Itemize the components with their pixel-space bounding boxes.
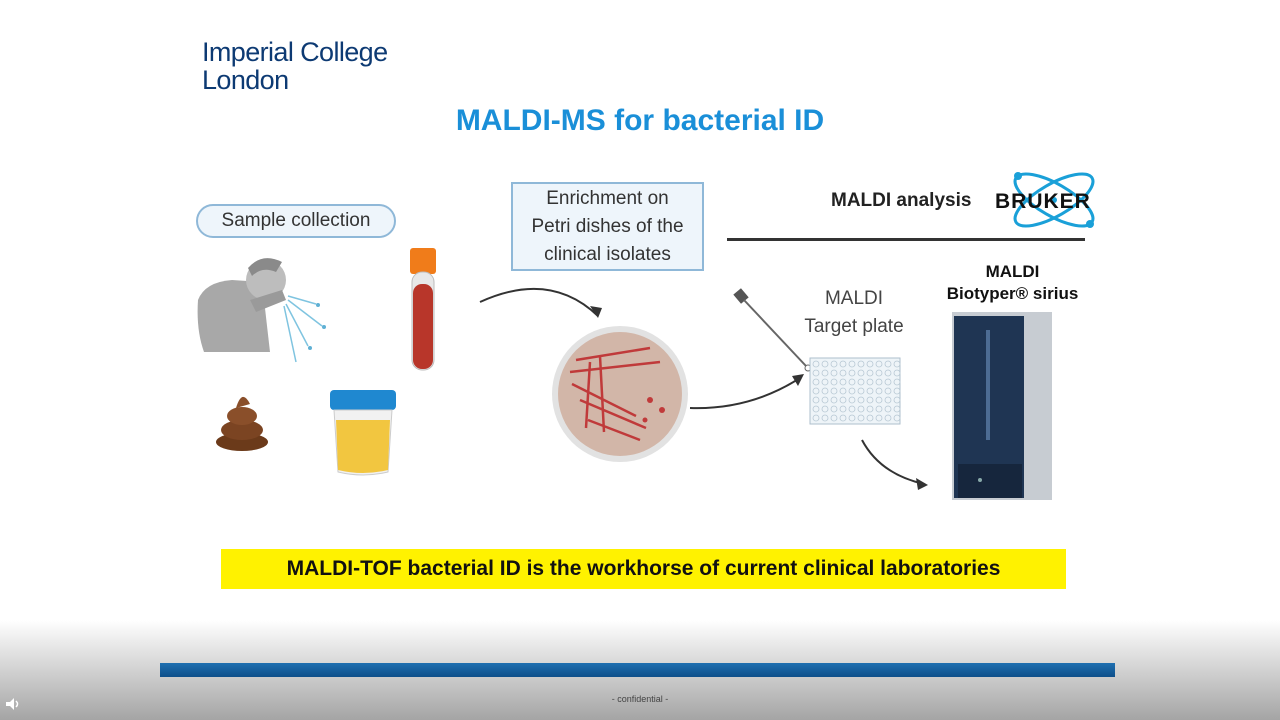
blood-tube-icon (410, 248, 436, 371)
urine-cup-icon (330, 390, 396, 476)
confidential-text: - confidential - (611, 694, 669, 704)
imperial-college-logo: Imperial College London (202, 38, 388, 94)
target-plate-label: MALDI Target plate (795, 285, 913, 341)
target-plate-line-1: MALDI (824, 288, 884, 309)
speaker-icon[interactable] (4, 696, 22, 712)
biotyper-label: MALDI Biotyper® sirius (930, 261, 1095, 305)
biotyper-line-1: MALDI (985, 262, 1040, 281)
logo-line-2: London (202, 65, 289, 95)
enrichment-label: Enrichment on Petri dishes of the clinic… (511, 182, 704, 271)
pipette-icon (733, 288, 812, 372)
key-message-banner: MALDI-TOF bacterial ID is the workhorse … (221, 549, 1066, 589)
divider-line (727, 238, 1085, 241)
enrichment-line-3: clinical isolates (544, 243, 671, 265)
footer-bar (160, 663, 1115, 677)
target-plate-icon (809, 357, 901, 425)
person-coughing-icon (197, 258, 326, 363)
logo-line-1: Imperial College (202, 37, 388, 67)
mass-spectrometer-icon (952, 312, 1052, 500)
bruker-logo-text: BRUKER (995, 190, 1091, 213)
enrichment-line-2: Petri dishes of the (531, 215, 684, 237)
enrichment-line-1: Enrichment on (546, 187, 669, 209)
target-plate-line-2: Target plate (804, 316, 904, 337)
bruker-logo-icon (1013, 172, 1095, 228)
stool-icon (216, 396, 268, 451)
sample-collection-label: Sample collection (196, 204, 396, 238)
slide-title: MALDI-MS for bacterial ID (455, 104, 825, 137)
biotyper-line-2: Biotyper® sirius (946, 284, 1079, 303)
petri-dish-icon (552, 326, 688, 462)
maldi-analysis-label: MALDI analysis (831, 190, 972, 211)
